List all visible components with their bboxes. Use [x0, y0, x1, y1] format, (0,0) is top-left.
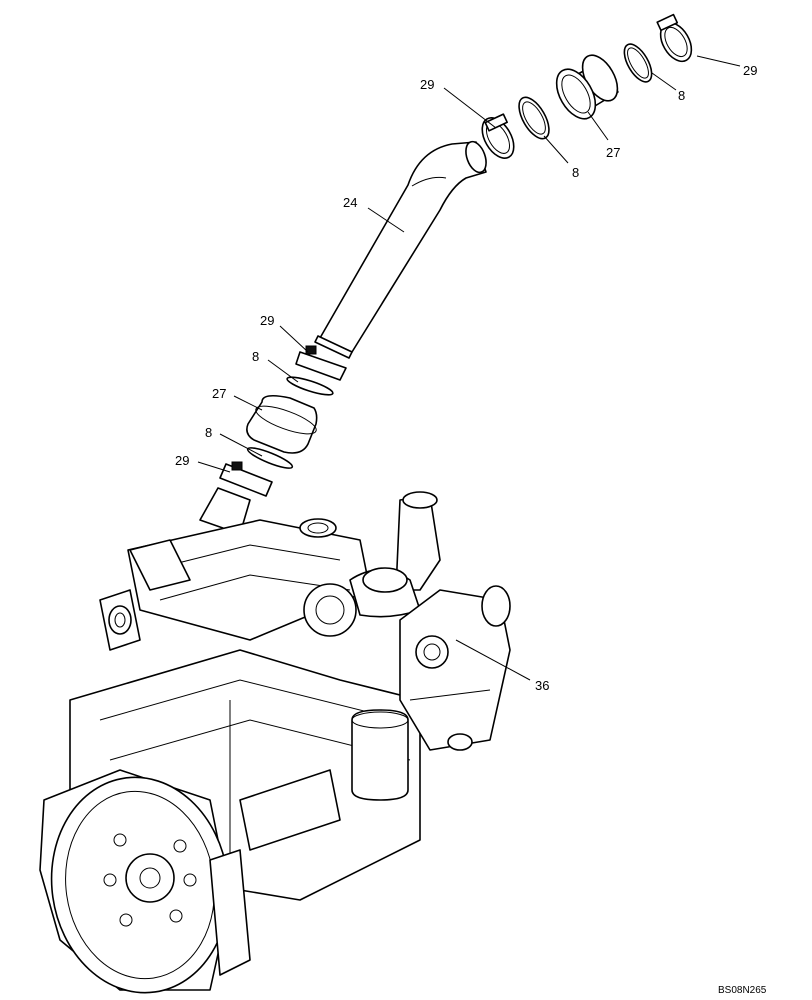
- callout-29-mid: 29: [260, 313, 274, 328]
- callout-27-top: 27: [606, 145, 620, 160]
- mid-clamp-29-lower: [219, 461, 273, 497]
- top-clamp-29-right: [656, 13, 693, 63]
- intake-tube-24: [314, 140, 487, 359]
- callout-27-mid: 27: [212, 386, 226, 401]
- callout-8-top-mid: 8: [572, 165, 579, 180]
- callout-8-top-right: 8: [678, 88, 685, 103]
- callout-8-mid: 8: [252, 349, 259, 364]
- top-ring-8-left: [518, 96, 550, 140]
- figure-code: BS08N265: [718, 985, 767, 996]
- mid-ring-8-upper: [286, 376, 334, 396]
- callout-29-top-left: 29: [420, 77, 434, 92]
- top-clamp-29-left: [481, 113, 515, 159]
- top-ring-8-right: [623, 43, 653, 83]
- callout-36: 36: [535, 678, 549, 693]
- callout-29-top-right: 29: [743, 63, 757, 78]
- callout-29-low: 29: [175, 453, 189, 468]
- callout-8-low: 8: [205, 425, 212, 440]
- top-hose-27: [555, 54, 619, 120]
- callout-24: 24: [343, 195, 357, 210]
- mid-hose-27: [246, 394, 318, 454]
- leader-lines: [197, 55, 741, 681]
- engine-assembly: [39, 487, 511, 994]
- callout-labels: 29 8 27 29 8 24 29 8 27 8 29 36: [175, 63, 757, 693]
